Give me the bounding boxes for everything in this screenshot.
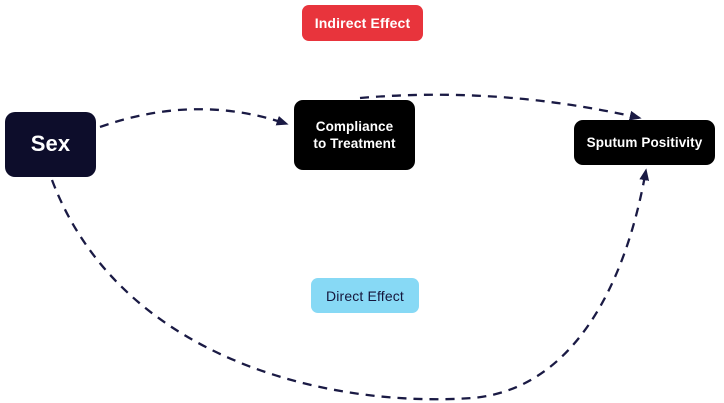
node-sex-label: Sex: [30, 131, 71, 157]
badge-indirect-effect[interactable]: Indirect Effect: [302, 5, 423, 41]
node-compliance-label: Compliance to Treatment: [313, 118, 396, 151]
edge-sex-to-compliance: [99, 108, 289, 129]
badge-direct-effect[interactable]: Direct Effect: [311, 278, 419, 313]
node-sputum-positivity[interactable]: Sputum Positivity: [574, 120, 715, 165]
edge-compliance-to-sputum: [359, 93, 642, 121]
node-compliance-to-treatment[interactable]: Compliance to Treatment: [294, 100, 415, 170]
badge-indirect-effect-label: Indirect Effect: [314, 15, 411, 31]
edge-sex-to-sputum: [50, 168, 650, 401]
badge-direct-effect-label: Direct Effect: [326, 287, 404, 304]
node-sex[interactable]: Sex: [5, 112, 96, 177]
node-sputum-label: Sputum Positivity: [586, 134, 703, 150]
